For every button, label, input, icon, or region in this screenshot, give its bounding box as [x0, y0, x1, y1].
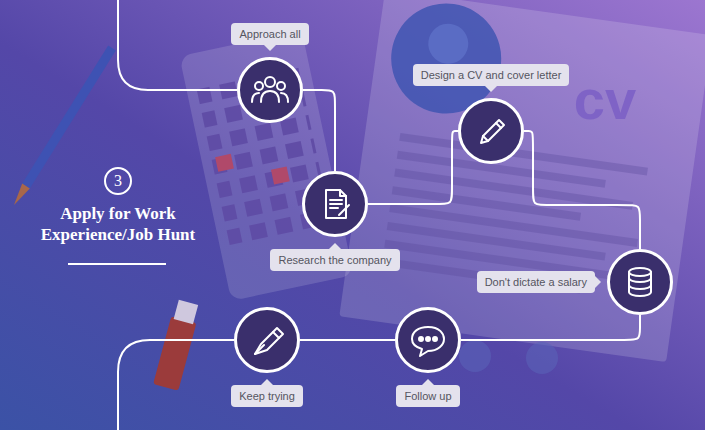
label-pointer: [261, 379, 273, 385]
step-label: Approach all: [231, 23, 308, 45]
label-pointer: [329, 243, 341, 249]
icon-stroke: [419, 337, 423, 341]
icon-stroke: [483, 136, 488, 141]
step-icon: [610, 252, 670, 312]
icon-stroke: [255, 332, 279, 354]
step-circle: Design a CV and cover letter: [458, 98, 524, 164]
step-label: Follow up: [396, 385, 459, 407]
icon-stroke: [255, 345, 264, 354]
step-circle: Keep trying: [234, 307, 300, 373]
path-connector: [524, 131, 640, 249]
number-ring: [105, 168, 131, 194]
icon-stroke: [629, 278, 651, 282]
icon-stroke: [496, 123, 501, 128]
step-label: Research the company: [270, 249, 399, 271]
step-icon: [461, 101, 521, 161]
icon-stroke: [412, 327, 444, 356]
cv-sheet: [339, 0, 705, 362]
icon-stroke: [629, 272, 651, 296]
icon-stroke: [340, 190, 346, 196]
step-label: Keep trying: [231, 385, 303, 407]
usb-body: [153, 316, 196, 390]
dot: [526, 342, 558, 374]
usb-stick: [153, 299, 201, 391]
step-icon: [398, 310, 458, 370]
step-icon: [237, 310, 297, 370]
label-pointer: [422, 379, 434, 385]
label-text: Don't dictate a salary: [485, 276, 587, 288]
step-circle: Don't dictate a salary: [607, 249, 673, 315]
path-connector: [461, 315, 640, 340]
icon-stroke: [629, 285, 651, 289]
step-icon: [240, 60, 300, 120]
pencil-tip: [14, 184, 30, 205]
phone-app: [271, 166, 290, 184]
step-label: Don't dictate a salary: [477, 271, 595, 293]
pencil: [14, 48, 112, 205]
step-circle: Follow up: [395, 307, 461, 373]
icon-stroke: [426, 337, 430, 341]
icon-stroke: [273, 328, 283, 338]
path-line: [118, 0, 237, 90]
label-pointer: [264, 45, 276, 51]
step-circle: Approach all: [237, 57, 303, 123]
icon-stroke: [252, 93, 259, 102]
pencil-body: [26, 48, 112, 186]
icon-stroke: [326, 190, 346, 218]
step-number: 3: [114, 172, 122, 190]
icon-stroke: [265, 77, 275, 87]
label-pointer: [485, 86, 497, 92]
cv-mark: cv: [574, 70, 636, 130]
icon-stroke: [277, 82, 285, 90]
label-text: Design a CV and cover letter: [421, 69, 562, 81]
title: Apply for Work Experience/Job Hunt: [33, 203, 203, 245]
icon-stroke: [629, 268, 651, 276]
title-rule: [68, 263, 166, 265]
phone-app: [215, 154, 234, 172]
path-connector: [368, 131, 458, 204]
path-line: [118, 340, 234, 430]
icon-stroke: [281, 93, 288, 102]
path-connector: [300, 339, 395, 341]
icon-stroke: [255, 82, 263, 90]
label-pointer: [595, 276, 601, 288]
label-text: Follow up: [404, 390, 451, 402]
dot: [459, 340, 491, 372]
label-text: Keep trying: [239, 390, 295, 402]
icon-stroke: [433, 337, 437, 341]
path-connector: [303, 90, 335, 171]
label-text: Research the company: [278, 254, 391, 266]
step-label: Design a CV and cover letter: [413, 64, 570, 86]
cv-avatar-head: [426, 21, 471, 66]
icon-stroke: [261, 91, 279, 102]
step-circle: Research the company: [302, 171, 368, 237]
cv-document: [339, 0, 705, 362]
step-icon: [305, 174, 365, 234]
usb-plug: [174, 300, 198, 324]
label-text: Approach all: [239, 28, 300, 40]
icon-stroke: [481, 120, 504, 143]
icon-stroke: [330, 200, 342, 208]
icon-stroke: [339, 205, 349, 215]
